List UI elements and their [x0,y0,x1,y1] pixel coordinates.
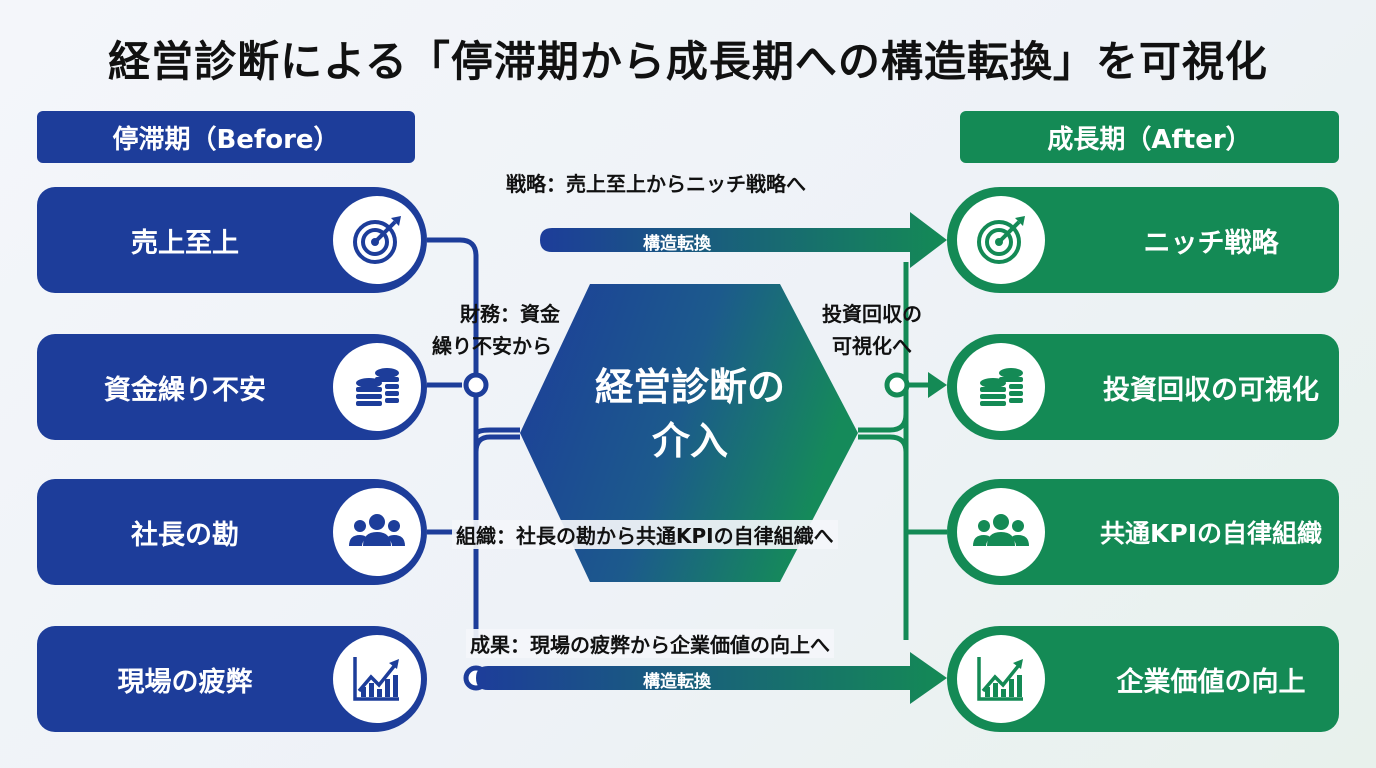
bottom-transformation-arrow [476,652,947,704]
investment-flow-label-line1: 投資回収の [822,302,922,326]
before-item-fatigue: 現場の疲弊 [37,626,427,732]
investment-arrow-head [928,372,947,398]
before-item-label: 売上至上 [131,227,239,259]
after-item-label: 共通KPIの自律組織 [1100,519,1322,548]
finance-flow-label-line1: 財務：資金 [460,302,560,326]
investment-node [884,372,910,398]
right-hex-link-upper [858,413,909,433]
after-item-label: ニッチ戦略 [1143,227,1279,259]
organization-flow-label: 組織：社長の勘から共通KPIの自律組織へ [452,520,838,549]
target-icon [957,196,1045,284]
center-intervention-label: 経営診断の 介入 [540,360,840,468]
people-icon [957,488,1045,576]
finance-node [463,372,489,398]
after-item-label: 企業価値の向上 [1116,666,1306,698]
results-flow-label: 成果：現場の疲弊から企業価値の向上へ [466,629,834,658]
after-item-label: 投資回収の可視化 [1103,374,1319,406]
before-item-cash: 資金繰り不安 [37,334,427,440]
after-item-autonomous-org: 共通KPIの自律組織 [947,479,1339,585]
top-arrow-label: 構造転換 [643,234,711,254]
coins-icon [333,343,421,431]
center-label-line1: 経営診断の [594,365,785,409]
center-hexagon [520,284,858,582]
right-hex-link-lower [858,434,909,453]
target-icon [333,196,421,284]
before-phase-header: 停滞期（Before） [37,111,415,163]
center-label-line2: 介入 [651,419,728,463]
before-item-label: 社長の勘 [131,519,239,551]
top-transformation-arrow [540,212,947,268]
strategy-flow-label: 戦略：売上至上からニッチ戦略へ [506,172,806,196]
investment-flow-label-line2: 可視化へ [832,334,912,358]
finance-flow-label-line2: 繰り不安から [432,334,552,358]
before-item-label: 資金繰り不安 [104,374,266,406]
after-item-investment: 投資回収の可視化 [947,334,1339,440]
before-item-intuition: 社長の勘 [37,479,427,585]
before-item-sales: 売上至上 [37,187,427,293]
left-hex-link-upper [473,427,520,436]
coins-icon [957,343,1045,431]
growth-chart-icon [957,635,1045,723]
left-vertical-connector [427,237,479,640]
before-item-label: 現場の疲弊 [117,666,253,698]
after-item-niche: ニッチ戦略 [947,187,1339,293]
after-item-corporate-value: 企業価値の向上 [947,626,1339,732]
people-icon [333,488,421,576]
bottom-arrow-label: 構造転換 [643,672,711,692]
left-hex-link-lower [473,434,520,453]
after-phase-header: 成長期（After） [960,111,1339,163]
growth-chart-icon [333,635,421,723]
page-title: 経営診断による「停滞期から成長期への構造転換」を可視化 [108,37,1268,86]
